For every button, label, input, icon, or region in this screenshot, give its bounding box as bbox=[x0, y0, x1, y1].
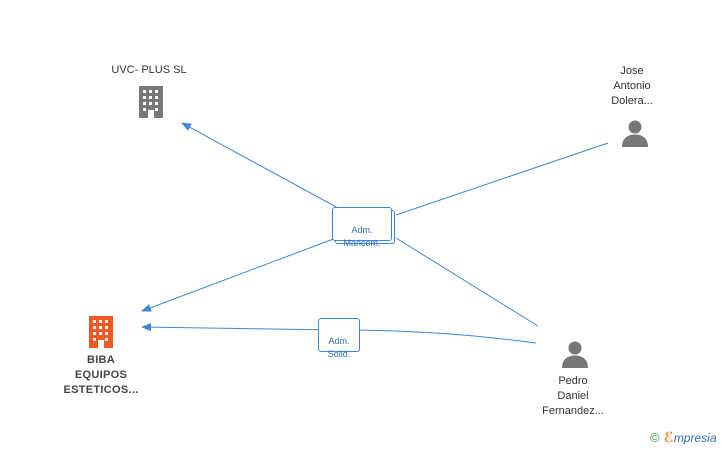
person-node-pedro[interactable]: Pedro Daniel Fernandez... bbox=[528, 374, 618, 419]
empresia-logo: ©ℰmpresia bbox=[650, 429, 717, 446]
company-name-biba: BIBA EQUIPOS ESTETICOS... bbox=[63, 354, 139, 396]
person-name-pedro: Pedro Daniel Fernandez... bbox=[542, 375, 604, 417]
relation-badge-mancom[interactable]: Adm. Mancom. bbox=[332, 207, 392, 248]
edge-jose-to-hub bbox=[395, 142, 609, 216]
person-icon bbox=[622, 120, 648, 147]
brand-e-mark: ℰ bbox=[663, 429, 674, 445]
edge-hub-to-uvc bbox=[181, 122, 339, 209]
company-node-biba[interactable]: BIBA EQUIPOS ESTETICOS... bbox=[46, 353, 156, 398]
relation-label-mancom: Adm. Mancom. bbox=[343, 225, 381, 248]
edge-hub-to-biba bbox=[141, 237, 337, 312]
relation-badge-solid[interactable]: Adm. Solid. bbox=[318, 318, 360, 359]
person-name-jose: Jose Antonio Dolera... bbox=[611, 65, 653, 107]
person-icon bbox=[562, 341, 588, 368]
person-node-jose[interactable]: Jose Antonio Dolera... bbox=[592, 64, 672, 109]
copyright-icon: © bbox=[650, 430, 660, 445]
company-name-uvc: UVC- PLUS SL bbox=[111, 64, 187, 76]
relation-label-solid: Adm. Solid. bbox=[327, 336, 351, 359]
edge-pedro-to-hub bbox=[395, 237, 539, 327]
building-icon bbox=[139, 86, 163, 118]
brand-name: mpresia bbox=[673, 431, 717, 445]
company-node-uvc[interactable]: UVC- PLUS SL bbox=[94, 63, 204, 78]
building-icon bbox=[89, 316, 113, 348]
